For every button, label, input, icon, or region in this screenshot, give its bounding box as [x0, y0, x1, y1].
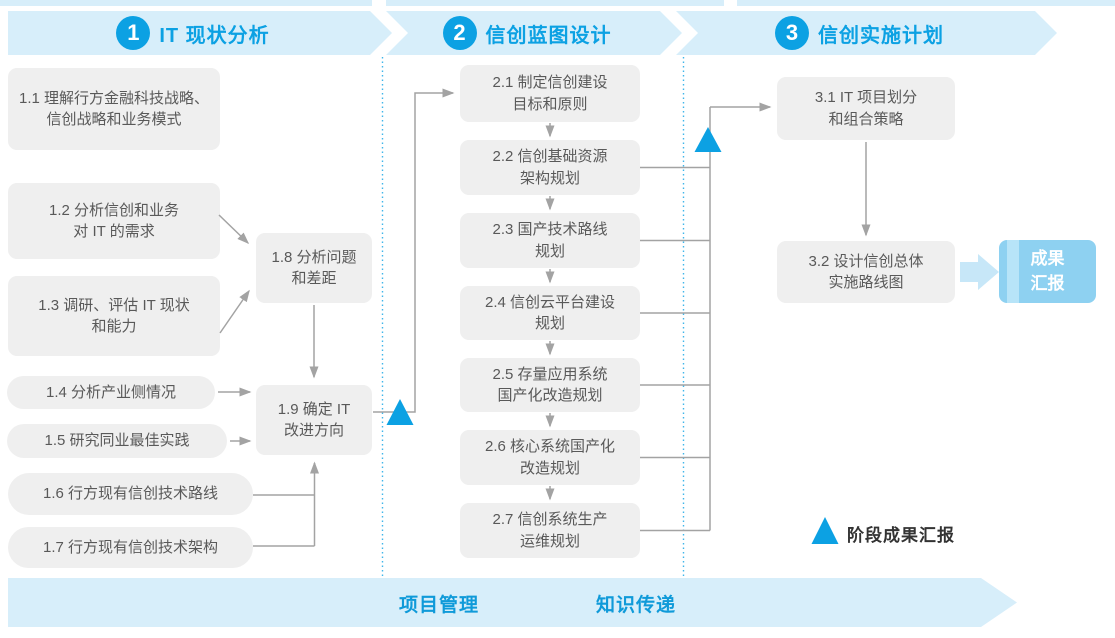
box-1-4: 1.4 分析产业侧情况	[7, 376, 215, 409]
phase2-title: 信创蓝图设计	[485, 24, 612, 47]
box-2-7: 2.7 信创系统生产 运维规划	[460, 503, 640, 558]
box-1-5: 1.5 研究同业最佳实践	[7, 424, 227, 458]
top-strip-segment	[386, 0, 724, 6]
phase1-title: IT 现状分析	[159, 24, 270, 47]
footer-knowledge-transfer-label: 知识传递	[596, 595, 677, 616]
result-report-box: 成果 汇报	[999, 240, 1096, 303]
legend-milestone-label: 阶段成果汇报	[847, 526, 955, 545]
phase2-number-badge: 2	[443, 16, 477, 50]
footer-project-management-label: 项目管理	[399, 595, 480, 616]
box-1-6: 1.6 行方现有信创技术路线	[8, 473, 253, 515]
phase1-banner: 1 IT 现状分析	[8, 11, 392, 55]
bottom-banner	[8, 578, 1017, 627]
phase2-banner: 2 信创蓝图设计	[386, 11, 682, 55]
arrow-1-3-to-1-8	[219, 289, 250, 334]
phase3-title: 信创实施计划	[818, 24, 944, 47]
top-strip-segment	[0, 0, 372, 6]
milestone-triangle-phase1	[386, 399, 414, 425]
box-2-2: 2.2 信创基础资源 架构规划	[460, 140, 640, 195]
milestone-triangle-phase2	[694, 127, 722, 152]
box-2-6: 2.6 核心系统国产化 改造规划	[460, 430, 640, 485]
box-2-5: 2.5 存量应用系统 国产化改造规划	[460, 358, 640, 412]
phase3-number-badge: 3	[775, 16, 809, 50]
phase1-number-badge: 1	[116, 16, 150, 50]
box-2-1: 2.1 制定信创建设 目标和原则	[460, 65, 640, 122]
box-2-3: 2.3 国产技术路线 规划	[460, 213, 640, 268]
box-1-7: 1.7 行方现有信创技术架构	[8, 527, 253, 568]
arrow-1-9-to-2-1	[373, 88, 455, 413]
box-1-2: 1.2 分析信创和业务 对 IT 的需求	[8, 183, 220, 259]
box-1-1: 1.1 理解行方金融科技战略、 信创战略和业务模式	[8, 68, 220, 150]
block-arrow-3-2-to-result	[960, 254, 999, 290]
box-2-4: 2.4 信创云平台建设 规划	[460, 286, 640, 340]
box-3-1: 3.1 IT 项目划分 和组合策略	[777, 77, 955, 140]
phase3-banner: 3 信创实施计划	[676, 11, 1057, 55]
box-1-9: 1.9 确定 IT 改进方向	[256, 385, 372, 455]
arrow-1-2-to-1-8	[218, 214, 250, 245]
box-3-2: 3.2 设计信创总体 实施路线图	[777, 241, 955, 303]
top-strip-segment	[737, 0, 1115, 6]
legend-triangle-icon	[811, 517, 839, 544]
box-1-3: 1.3 调研、评估 IT 现状 和能力	[8, 276, 220, 356]
box-1-8: 1.8 分析问题 和差距	[256, 233, 372, 303]
